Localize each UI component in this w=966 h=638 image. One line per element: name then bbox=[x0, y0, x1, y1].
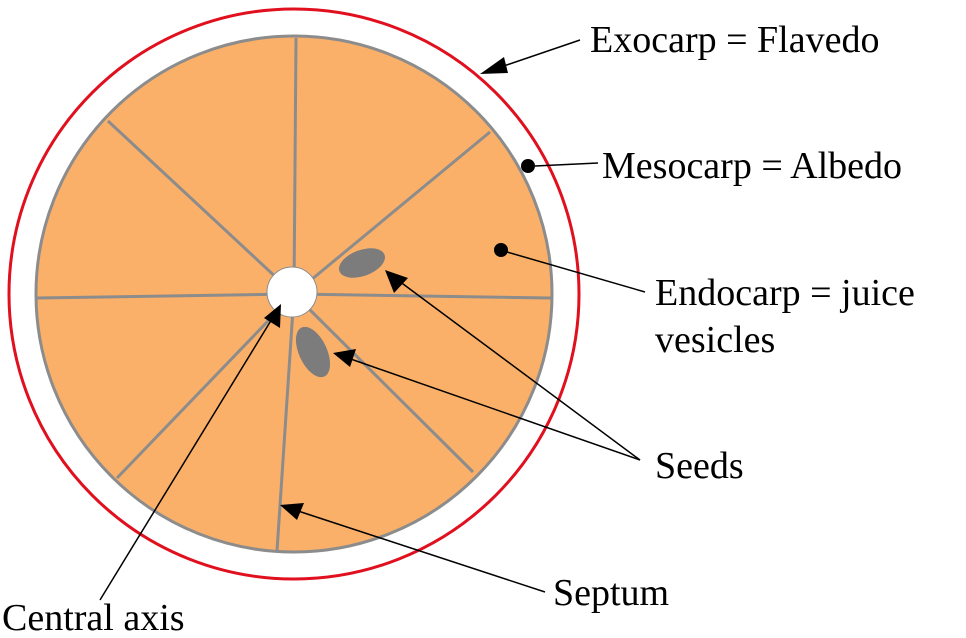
exocarp-label: Exocarp = Flavedo bbox=[590, 19, 879, 61]
central-axis-label: Central axis bbox=[2, 597, 185, 638]
seeds-label: Seeds bbox=[655, 445, 744, 487]
endocarp-label-line1: Endocarp = juice bbox=[655, 272, 915, 314]
septum-line bbox=[294, 38, 296, 294]
mesocarp-pointer-dot bbox=[521, 159, 535, 173]
septum-label: Septum bbox=[553, 572, 669, 614]
exocarp-arrowhead bbox=[480, 57, 508, 74]
endocarp-label-line2: vesicles bbox=[655, 319, 775, 361]
endocarp-pointer-dot bbox=[494, 243, 508, 257]
mesocarp-label: Mesocarp = Albedo bbox=[602, 145, 902, 187]
